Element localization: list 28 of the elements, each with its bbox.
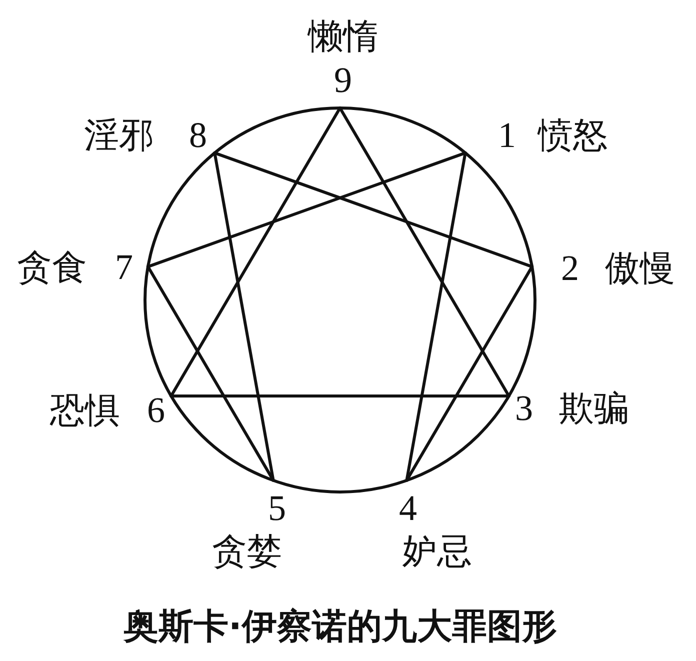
- figure-caption: 奥斯卡·伊察诺的九大罪图形: [124, 608, 557, 646]
- connecting-line: [146, 151, 467, 268]
- connecting-line: [170, 394, 510, 398]
- connecting-line: [405, 265, 534, 482]
- sin-label: 妒忌: [402, 534, 472, 570]
- connecting-line: [213, 151, 275, 482]
- point-number: 4: [399, 490, 417, 526]
- connecting-line: [146, 265, 275, 482]
- sin-label: 懒惰: [308, 18, 378, 54]
- sin-label: 欺骗: [558, 390, 629, 426]
- connecting-line: [213, 151, 534, 268]
- connecting-line: [170, 106, 342, 398]
- connecting-line: [338, 106, 510, 398]
- sin-label: 愤怒: [538, 118, 608, 152]
- sin-label: 贪食: [17, 250, 87, 284]
- point-number: 5: [268, 490, 286, 526]
- connecting-line: [405, 151, 467, 482]
- point-number: 7: [115, 249, 133, 285]
- sin-label: 贪婪: [212, 534, 282, 570]
- sin-label: 恐惧: [50, 392, 120, 428]
- point-number: 3: [514, 390, 533, 426]
- point-number: 8: [189, 117, 207, 153]
- point-number: 2: [560, 250, 579, 286]
- sin-label: 傲慢: [604, 250, 675, 286]
- sin-label: 淫邪: [84, 118, 154, 152]
- point-number: 6: [147, 392, 165, 428]
- point-number: 1: [498, 117, 516, 153]
- point-number: 9: [334, 62, 352, 98]
